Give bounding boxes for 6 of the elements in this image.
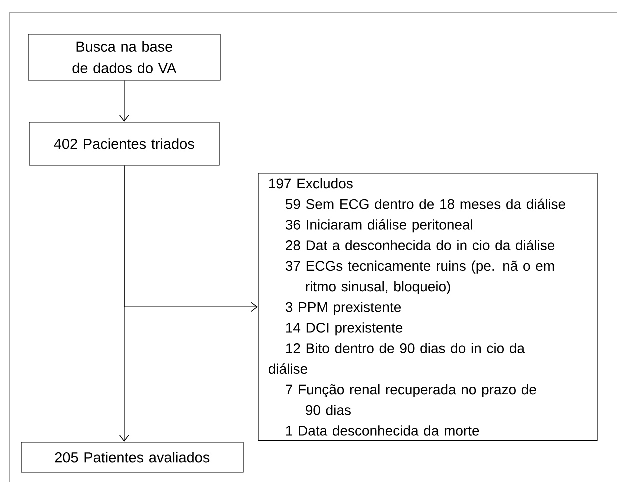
arrow (120, 80, 130, 122)
exclusion-box: 197 Excludos 59 Sem ECG dentro de 18 meses da diálise 36 Iniciaram diálise peritoneal 28 Dat a desconhecida do in cio da diálise 37 ECGs tecnicamente ruins (pe. nã o em ritmo sinusal, bloqueio) 3 PPM prexistente 14 DCI prexistente 12 Bito dentro de 90 dias do in cio da diálise 7 Função renal recuperada no prazo de 90 dias 1 Data desconhecida da morte (258, 173, 598, 442)
process-box: Busca na base de dados do VA (28, 34, 221, 81)
arrow (124, 165, 258, 312)
process-box: 402 Pacientes triados (29, 122, 220, 166)
process-box: 205 Patientes avaliados (21, 442, 244, 473)
